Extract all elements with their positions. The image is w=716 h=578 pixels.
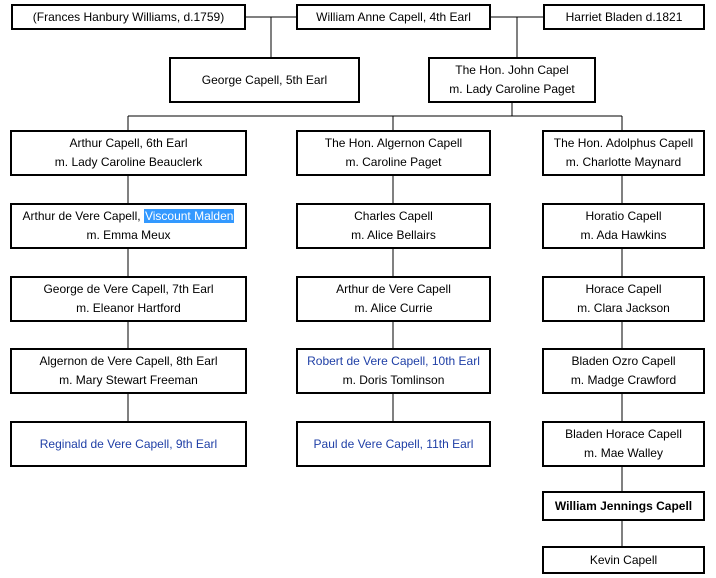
- person-william-jennings-capell: William Jennings Capell: [542, 491, 705, 521]
- person-reginald-de-vere-capell-9th-earl: Reginald de Vere Capell, 9th Earl: [10, 421, 247, 467]
- spouse-name: m. Madge Crawford: [570, 373, 677, 387]
- person-arthur-de-vere-capell-viscount-malden: Arthur de Vere Capell, Viscount Malden m…: [10, 203, 247, 249]
- person-george-de-vere-capell-7th-earl: George de Vere Capell, 7th Earl m. Elean…: [10, 276, 247, 322]
- person-algernon-de-vere-capell-8th-earl: Algernon de Vere Capell, 8th Earl m. Mar…: [10, 348, 247, 394]
- person-john-capel: The Hon. John Capel m. Lady Caroline Pag…: [428, 57, 596, 103]
- person-adolphus-capell: The Hon. Adolphus Capell m. Charlotte Ma…: [542, 130, 705, 176]
- person-name: William Jennings Capell: [554, 498, 693, 513]
- person-name: Bladen Horace Capell: [565, 427, 682, 441]
- spouse-name: m. Mae Walley: [584, 446, 663, 460]
- spouse-name: m. Emma Meux: [86, 228, 171, 242]
- spouse-name: m. Ada Hawkins: [580, 228, 667, 242]
- person-name: Charles Capell: [354, 209, 433, 223]
- person-george-capell-5th-earl: George Capell, 5th Earl: [169, 57, 360, 103]
- person-arthur-capell-6th-earl: Arthur Capell, 6th Earl m. Lady Caroline…: [10, 130, 247, 176]
- person-name: The Hon. Adolphus Capell: [553, 136, 694, 150]
- person-frances-hanbury-williams: (Frances Hanbury Williams, d.1759): [11, 4, 246, 30]
- person-name: George Capell, 5th Earl: [201, 72, 328, 87]
- spouse-name: m. Lady Caroline Beauclerk: [54, 155, 203, 169]
- person-algernon-capell: The Hon. Algernon Capell m. Caroline Pag…: [296, 130, 491, 176]
- person-name: George de Vere Capell, 7th Earl: [43, 282, 214, 296]
- spouse-name: m. Charlotte Maynard: [565, 155, 682, 169]
- person-name: Horace Capell: [585, 282, 662, 296]
- person-paul-de-vere-capell-11th-earl: Paul de Vere Capell, 11th Earl: [296, 421, 491, 467]
- person-arthur-de-vere-capell: Arthur de Vere Capell m. Alice Currie: [296, 276, 491, 322]
- person-name: Arthur de Vere Capell, Viscount Malden: [23, 207, 235, 226]
- person-name: Harriet Bladen d.1821: [565, 9, 683, 24]
- person-name: Arthur Capell, 6th Earl: [69, 136, 188, 150]
- person-name: Algernon de Vere Capell, 8th Earl: [39, 354, 218, 368]
- person-bladen-horace-capell: Bladen Horace Capell m. Mae Walley: [542, 421, 705, 467]
- person-charles-capell: Charles Capell m. Alice Bellairs: [296, 203, 491, 249]
- name-text: Arthur de Vere Capell,: [22, 209, 141, 223]
- person-harriet-bladen: Harriet Bladen d.1821: [543, 4, 705, 30]
- spouse-name: m. Eleanor Hartford: [76, 301, 181, 315]
- person-bladen-ozro-capell: Bladen Ozro Capell m. Madge Crawford: [542, 348, 705, 394]
- person-link[interactable]: Reginald de Vere Capell, 9th Earl: [39, 436, 218, 451]
- person-robert-de-vere-capell-10th-earl: Robert de Vere Capell, 10th Earl m. Dori…: [296, 348, 491, 394]
- spouse-name: m. Doris Tomlinson: [342, 373, 445, 387]
- person-name: Horatio Capell: [585, 209, 662, 223]
- person-name: The Hon. John Capel: [455, 63, 569, 77]
- person-link[interactable]: Paul de Vere Capell, 11th Earl: [313, 436, 474, 451]
- person-name: William Anne Capell, 4th Earl: [316, 9, 471, 24]
- person-horace-capell: Horace Capell m. Clara Jackson: [542, 276, 705, 322]
- selected-text[interactable]: Viscount Malden: [143, 209, 235, 223]
- person-link[interactable]: Robert de Vere Capell, 10th Earl: [307, 354, 480, 368]
- spouse-name: m. Alice Currie: [354, 301, 433, 315]
- person-name: The Hon. Algernon Capell: [324, 136, 463, 150]
- spouse-name: m. Caroline Paget: [345, 155, 442, 169]
- person-name: (Frances Hanbury Williams, d.1759): [32, 9, 225, 24]
- person-horatio-capell: Horatio Capell m. Ada Hawkins: [542, 203, 705, 249]
- person-name: Arthur de Vere Capell: [336, 282, 451, 296]
- spouse-name: m. Mary Stewart Freeman: [59, 373, 198, 387]
- person-william-anne-capell: William Anne Capell, 4th Earl: [296, 4, 491, 30]
- person-kevin-capell: Kevin Capell: [542, 546, 705, 574]
- person-name: Kevin Capell: [589, 552, 658, 567]
- spouse-name: m. Lady Caroline Paget: [449, 82, 575, 96]
- person-name: Bladen Ozro Capell: [571, 354, 676, 368]
- spouse-name: m. Clara Jackson: [577, 301, 670, 315]
- spouse-name: m. Alice Bellairs: [351, 228, 436, 242]
